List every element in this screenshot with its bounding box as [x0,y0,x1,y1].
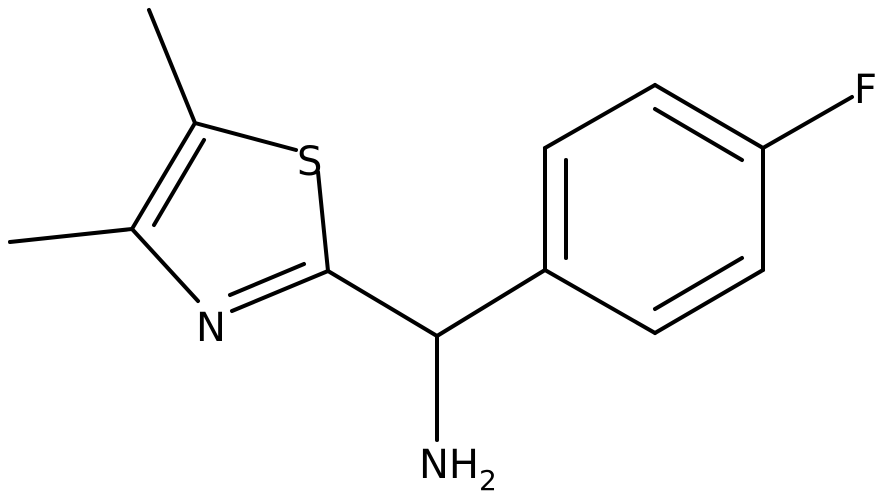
bond-ar5-ar6 [653,268,765,335]
bond-c5-s1 [193,121,298,152]
bond-c4-c5 [130,121,197,231]
atom-nh-subscript: 2 [479,464,497,495]
bond-c4-c5-double [152,138,206,227]
bond-ar4-f [761,95,854,150]
bond-ar5-ar6-inner [653,256,744,311]
bond-ar3-ar4 [653,83,765,150]
atom-nh: NH [419,442,479,488]
bond-c2-n3-double [228,262,306,297]
bond-ar3-ar4-inner [653,107,744,162]
atom-n: N [196,305,226,351]
bond-n3-c4 [130,227,200,303]
atom-f: F [854,67,877,113]
bond-s1-c2 [316,170,330,273]
atom-s: S [297,139,322,185]
bond-c2-n3 [230,269,330,313]
bond-c2-ch [326,269,439,338]
bond-ar6-ar1 [543,268,657,335]
bond-methyl-c5 [147,8,197,125]
bond-ar2-ar3 [543,83,657,150]
bond-methyl-c4 [8,227,134,244]
bond-ch-aryl [435,268,547,338]
